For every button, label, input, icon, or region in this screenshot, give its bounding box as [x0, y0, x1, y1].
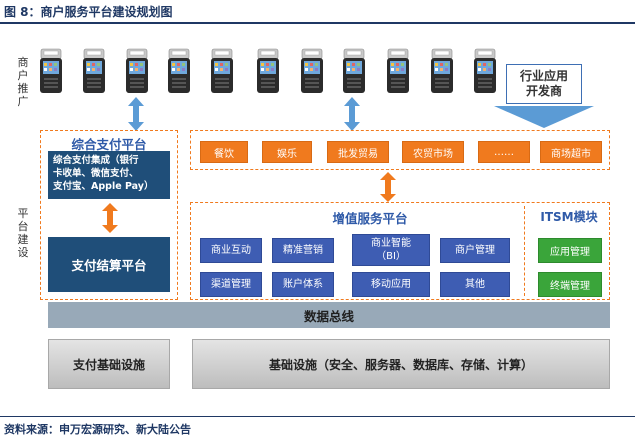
industry-entertainment: 娱乐: [262, 141, 312, 163]
industry-more: ……: [478, 141, 530, 163]
source-note: 资料来源：申万宏源研究、新大陆公告: [4, 423, 191, 436]
double-arrow-icon: [380, 172, 396, 202]
pos-terminal: [473, 48, 497, 94]
pos-terminal: [430, 48, 454, 94]
data-bus: 数据总线: [48, 302, 610, 328]
platform-construction-label: 平台建设: [17, 207, 29, 259]
industry-app-developer-box: 行业应用 开发商: [506, 64, 582, 104]
value-added-area: [190, 202, 610, 300]
other-box: 其他: [440, 272, 510, 297]
industry-catering: 餐饮: [200, 141, 248, 163]
business-intelligence-box: 商业智能 （BI）: [352, 234, 430, 266]
developer-line1: 行业应用: [519, 69, 568, 83]
pos-terminal: [39, 48, 63, 94]
bottom-rule: [0, 416, 635, 417]
pos-terminal-row: [39, 48, 500, 94]
pos-terminal: [256, 48, 280, 94]
precision-marketing-box: 精准营销: [272, 238, 334, 263]
itsm-divider: [524, 206, 525, 296]
pos-terminal: [210, 48, 234, 94]
pos-terminal: [82, 48, 106, 94]
pos-terminal: [342, 48, 366, 94]
double-arrow-icon: [344, 97, 360, 131]
industry-row: [190, 130, 610, 170]
double-arrow-icon: [128, 97, 144, 131]
mobile-app-box: 移动应用: [352, 272, 430, 297]
industry-farmers-market: 农贸市场: [402, 141, 464, 163]
merchant-promotion-label: 商户推广: [17, 56, 29, 108]
top-rule: [0, 22, 635, 24]
payment-platform-title: 综合支付平台: [71, 137, 147, 152]
double-arrow-icon: [102, 203, 118, 233]
pos-terminals: [39, 48, 497, 94]
channel-management-box: 渠道管理: [200, 272, 262, 297]
terminal-management-box: 终端管理: [538, 272, 602, 297]
payment-desc-line: 支付宝、Apple Pay）: [53, 181, 154, 192]
developer-down-arrow-icon: [494, 106, 594, 128]
payment-column: [40, 130, 178, 300]
merchant-management-box: 商户管理: [440, 238, 510, 263]
bi-line1: 商业智能: [371, 238, 411, 249]
settlement-platform-box: 支付结算平台: [48, 237, 170, 292]
infrastructure-box: 基础设施（安全、服务器、数据库、存储、计算）: [192, 339, 610, 389]
value-added-title: 增值服务平台: [332, 211, 408, 226]
industry-wholesale: 批发贸易: [327, 141, 389, 163]
pos-terminal: [386, 48, 410, 94]
pos-terminal: [125, 48, 149, 94]
business-interaction-box: 商业互动: [200, 238, 262, 263]
bi-line2: （BI）: [376, 251, 406, 262]
app-management-box: 应用管理: [538, 238, 602, 263]
pos-terminal: [167, 48, 191, 94]
payment-integration-box: 综合支付集成（银行 卡收单、微信支付、 支付宝、Apple Pay）: [48, 151, 170, 199]
itsm-title: ITSM模块: [540, 210, 598, 224]
developer-line2: 开发商: [525, 84, 562, 98]
account-system-box: 账户体系: [272, 272, 334, 297]
figure-title: 图 8：商户服务平台建设规划图: [4, 5, 173, 19]
payment-infrastructure-box: 支付基础设施: [48, 339, 170, 389]
payment-desc-line: 综合支付集成（银行: [53, 155, 139, 166]
payment-desc-line: 卡收单、微信支付、: [53, 168, 139, 179]
industry-supermarket: 商场超市: [540, 141, 602, 163]
pos-terminal: [300, 48, 324, 94]
